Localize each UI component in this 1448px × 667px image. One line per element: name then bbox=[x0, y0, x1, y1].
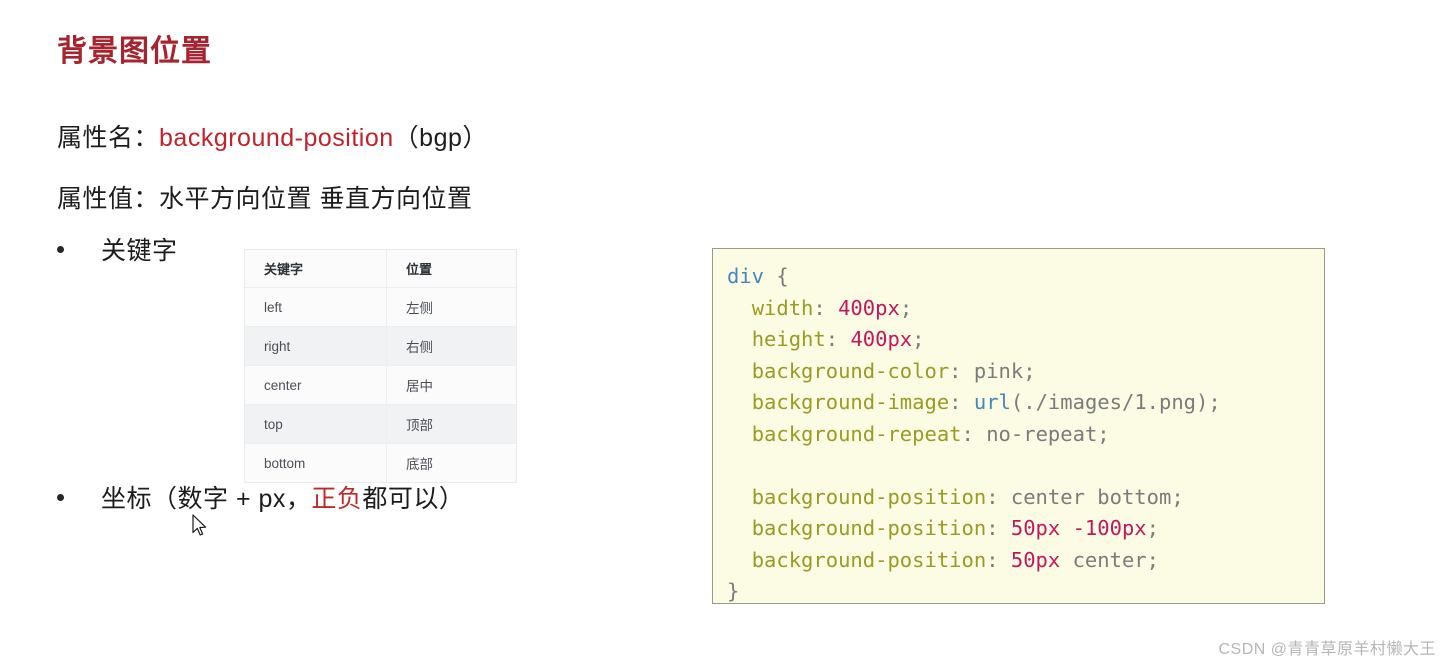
bullet-coordinates-highlight: 正负 bbox=[311, 485, 363, 513]
bullet-coordinates-label: 坐标（数字 + px，正负都可以） bbox=[101, 479, 464, 515]
property-name-suffix: （bgp） bbox=[393, 124, 488, 152]
mouse-cursor-icon bbox=[192, 514, 207, 536]
code-token-property: background-position bbox=[751, 547, 987, 572]
keyword-position-table: 关键字 位置 left 左侧 right 右侧 center 居中 top 顶部… bbox=[245, 250, 516, 482]
code-token-property: background-position bbox=[751, 516, 987, 540]
code-token-url-path: ./images/1.png bbox=[1023, 390, 1197, 414]
bullet-coordinates-suffix: 都可以） bbox=[362, 485, 465, 513]
table-header-position: 位置 bbox=[386, 250, 516, 288]
code-token-number: 400px bbox=[850, 327, 913, 351]
code-token-value: center bottom bbox=[1010, 484, 1172, 509]
code-token-property: width bbox=[751, 295, 814, 320]
code-token-property: height bbox=[751, 327, 826, 351]
code-token-function: url bbox=[973, 390, 1011, 414]
table-row: center 居中 bbox=[245, 365, 516, 405]
table-cell-keyword: top bbox=[245, 404, 387, 444]
table-cell-keyword: center bbox=[245, 365, 387, 405]
bullet-dot-icon bbox=[57, 494, 64, 501]
code-token-number: 50px bbox=[1010, 547, 1061, 572]
property-value-line: 属性值：水平方向位置 垂直方向位置 bbox=[57, 179, 472, 215]
bullet-keywords-label: 关键字 bbox=[101, 237, 178, 265]
code-token-value: pink bbox=[973, 358, 1024, 383]
code-token-property: background-color bbox=[751, 358, 950, 383]
bullet-item-keywords: 关键字 bbox=[57, 231, 178, 267]
code-sample-panel: div { width: 400px; height: 400px; backg… bbox=[712, 248, 1325, 604]
table-header-keyword: 关键字 bbox=[245, 250, 387, 288]
code-token-property: background-repeat bbox=[751, 421, 962, 446]
code-token-number: -100px bbox=[1072, 516, 1147, 540]
table-cell-keyword: left bbox=[245, 287, 387, 327]
code-token-value: center bbox=[1072, 547, 1147, 572]
code-token-number: 50px bbox=[1010, 516, 1061, 540]
property-value-text: 水平方向位置 垂直方向位置 bbox=[159, 185, 473, 213]
property-name-value: background-position bbox=[159, 124, 394, 152]
code-token-property: background-image bbox=[751, 390, 950, 414]
bullet-item-coordinates: 坐标（数字 + px，正负都可以） bbox=[57, 479, 464, 515]
table-row: bottom 底部 bbox=[245, 443, 516, 482]
code-token-property: background-position bbox=[751, 484, 987, 509]
table-cell-keyword: bottom bbox=[245, 443, 387, 482]
property-name-line: 属性名：background-position（bgp） bbox=[57, 118, 488, 154]
bullet-dot-icon bbox=[57, 246, 64, 253]
bullet-coordinates-prefix: 坐标（数字 + px， bbox=[101, 485, 312, 513]
property-value-label: 属性值： bbox=[57, 185, 160, 213]
table-row: right 右侧 bbox=[245, 326, 516, 366]
page-title: 背景图位置 bbox=[57, 35, 212, 68]
code-token-value: no-repeat bbox=[986, 421, 1098, 446]
table-cell-position: 左侧 bbox=[386, 287, 516, 327]
css-code-block: div { width: 400px; height: 400px; backg… bbox=[727, 264, 1221, 603]
table-cell-position: 底部 bbox=[406, 457, 433, 472]
code-token-number: 400px bbox=[838, 295, 900, 320]
table-row: top 顶部 bbox=[245, 404, 516, 444]
code-token-selector: div bbox=[727, 264, 765, 288]
table-cell-keyword: right bbox=[245, 326, 387, 366]
csdn-watermark: CSDN @青青草原羊村懒大王 bbox=[1218, 641, 1436, 658]
table-header-row: 关键字 位置 bbox=[245, 250, 516, 288]
table-row: left 左侧 bbox=[245, 287, 516, 327]
table-cell-position: 右侧 bbox=[386, 326, 516, 366]
table-cell-position: 居中 bbox=[386, 365, 516, 405]
table-cell-position: 顶部 bbox=[386, 404, 516, 444]
property-name-label: 属性名： bbox=[57, 124, 160, 152]
